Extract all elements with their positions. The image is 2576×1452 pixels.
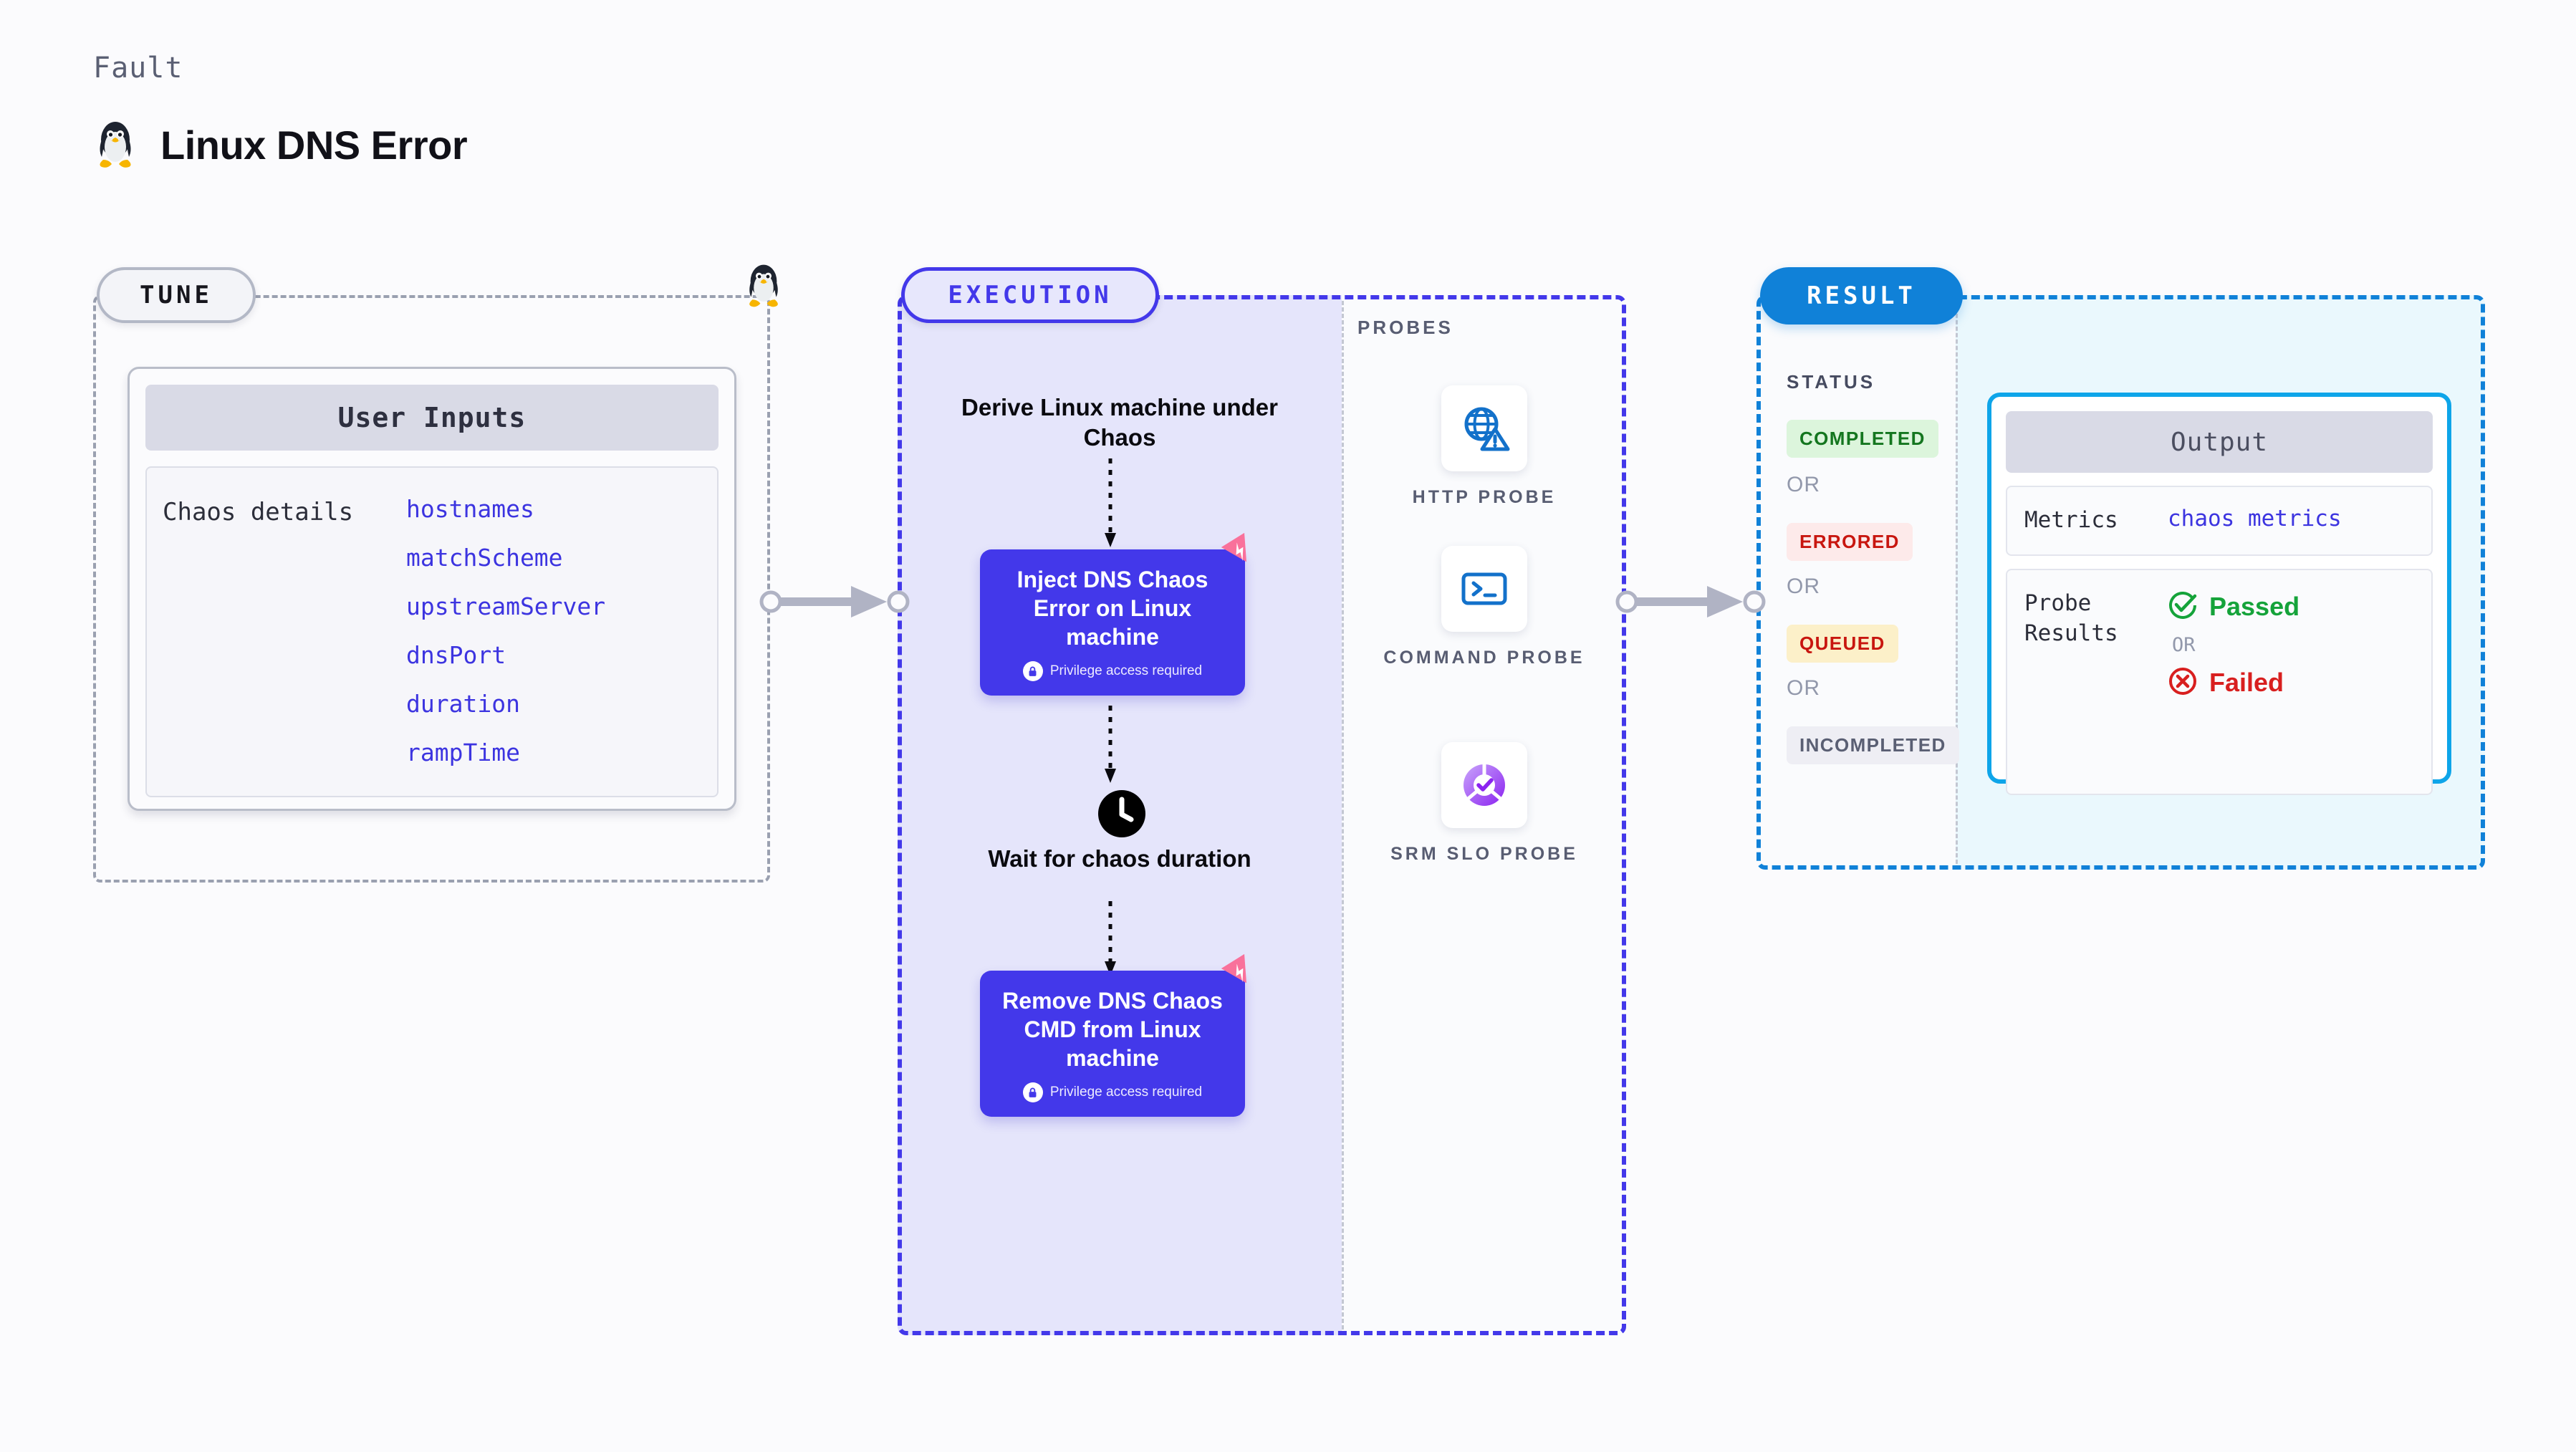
linux-penguin-icon	[93, 118, 138, 171]
probe-result-passed-text: Passed	[2209, 592, 2300, 622]
status-badge-completed-text: COMPLETED	[1787, 420, 1938, 458]
user-inputs-card: User Inputs Chaos details hostnames matc…	[128, 367, 736, 811]
status-badge-queued: QUEUED	[1787, 625, 1898, 663]
status-section-label: STATUS	[1787, 371, 1876, 393]
probes-section-label: PROBES	[1357, 317, 1453, 338]
arrow-derive-to-inject	[1102, 458, 1119, 555]
remove-node-privilege-text: Privilege access required	[1049, 1085, 1203, 1100]
lock-icon	[1022, 1082, 1043, 1102]
tune-panel-pill[interactable]: TUNE	[97, 267, 256, 323]
remove-node-title: Remove DNS Chaos CMD from Linux machine	[1002, 988, 1223, 1071]
result-panel	[1756, 295, 2485, 870]
check-circle-icon	[2168, 590, 2198, 624]
chaos-details-label: Chaos details	[163, 498, 354, 527]
chaos-param-upstreamserver[interactable]: upstreamServer	[406, 592, 606, 620]
lock-icon	[1022, 661, 1043, 681]
clock-icon	[1097, 789, 1146, 842]
chaos-params-list: hostnames matchScheme upstreamServer dns…	[406, 495, 605, 796]
terminal-icon	[1441, 546, 1527, 632]
metrics-value[interactable]: chaos metrics	[2168, 506, 2342, 532]
probe-results-key: Probe Results	[2024, 590, 2118, 646]
probe-result-failed: Failed	[2168, 666, 2299, 700]
inject-node-privilege: Privilege access required	[993, 661, 1232, 681]
fault-kicker-label: Fault	[93, 52, 183, 85]
chaos-param-hostnames[interactable]: hostnames	[406, 495, 534, 523]
status-badge-errored-text: ERRORED	[1787, 523, 1913, 561]
status-badge-completed: COMPLETED	[1787, 420, 1938, 458]
probe-srm-slo[interactable]: SRM SLO PROBE	[1363, 742, 1606, 867]
chaos-param-matchscheme[interactable]: matchScheme	[406, 544, 563, 572]
chaos-param-ramptime[interactable]: rampTime	[406, 739, 520, 766]
output-row-probe-results: Probe Results Passed OR	[2006, 568, 2433, 795]
probe-http-label: HTTP PROBE	[1412, 487, 1557, 507]
arrow-wait-to-remove	[1102, 901, 1119, 984]
page-title: Linux DNS Error	[160, 122, 468, 168]
inject-node-privilege-text: Privilege access required	[1049, 663, 1203, 678]
probe-command-label: COMMAND PROBE	[1383, 648, 1585, 668]
linux-penguin-icon-marker	[743, 261, 784, 314]
globe-warning-icon	[1441, 385, 1527, 471]
connector-execution-to-result	[1615, 580, 1766, 627]
probe-http[interactable]: HTTP PROBE	[1363, 385, 1606, 510]
result-panel-pill[interactable]: RESULT	[1760, 267, 1963, 324]
probe-result-failed-text: Failed	[2209, 668, 2284, 698]
chaos-param-dnsport[interactable]: dnsPort	[406, 641, 506, 669]
chaos-bolt-badge-icon	[1218, 529, 1262, 577]
result-status-fill	[1756, 295, 1956, 870]
user-inputs-title: User Inputs	[145, 385, 719, 451]
fault-title-row: Linux DNS Error	[93, 118, 468, 171]
chaos-details-box: Chaos details hostnames matchScheme upst…	[145, 466, 719, 797]
x-circle-icon	[2168, 666, 2198, 700]
remove-chaos-node[interactable]: Remove DNS Chaos CMD from Linux machine …	[980, 953, 1247, 1117]
chaos-bolt-badge-icon	[1218, 951, 1262, 999]
metrics-key: Metrics	[2024, 507, 2118, 533]
probe-result-or: OR	[2172, 633, 2196, 656]
probe-command[interactable]: COMMAND PROBE	[1363, 546, 1606, 670]
execution-panel	[898, 295, 1626, 1335]
status-badge-incompleted: INCOMPLETED	[1787, 726, 1959, 764]
inject-node-title: Inject DNS Chaos Error on Linux machine	[1017, 567, 1208, 650]
output-card: Output Metrics chaos metrics Probe Resul…	[1987, 393, 2451, 795]
status-or-2: OR	[1787, 574, 1820, 598]
arrow-inject-to-wait	[1102, 706, 1119, 792]
result-divider	[1956, 301, 1958, 864]
remove-node-privilege: Privilege access required	[993, 1082, 1232, 1102]
output-row-metrics: Metrics chaos metrics	[2006, 486, 2433, 556]
connector-tune-to-execution	[759, 580, 910, 627]
output-card-title: Output	[2006, 411, 2433, 473]
execution-panel-pill[interactable]: EXECUTION	[901, 267, 1159, 323]
slo-donut-check-icon	[1441, 742, 1527, 828]
probe-result-passed: Passed	[2168, 590, 2299, 624]
chaos-param-duration[interactable]: duration	[406, 690, 520, 718]
inject-chaos-node[interactable]: Inject DNS Chaos Error on Linux machine …	[980, 532, 1247, 696]
status-badge-errored: ERRORED	[1787, 523, 1913, 561]
derive-step-label: Derive Linux machine under Chaos	[961, 394, 1278, 451]
status-badge-queued-text: QUEUED	[1787, 625, 1898, 663]
wait-step-label: Wait for chaos duration	[988, 845, 1251, 872]
status-or-3: OR	[1787, 676, 1820, 700]
probes-divider	[1342, 301, 1344, 1330]
status-or-1: OR	[1787, 473, 1820, 496]
probe-results-values: Passed OR Failed	[2168, 589, 2299, 700]
probe-srm-slo-label: SRM SLO PROBE	[1390, 844, 1578, 864]
status-badge-incompleted-text: INCOMPLETED	[1787, 726, 1959, 764]
